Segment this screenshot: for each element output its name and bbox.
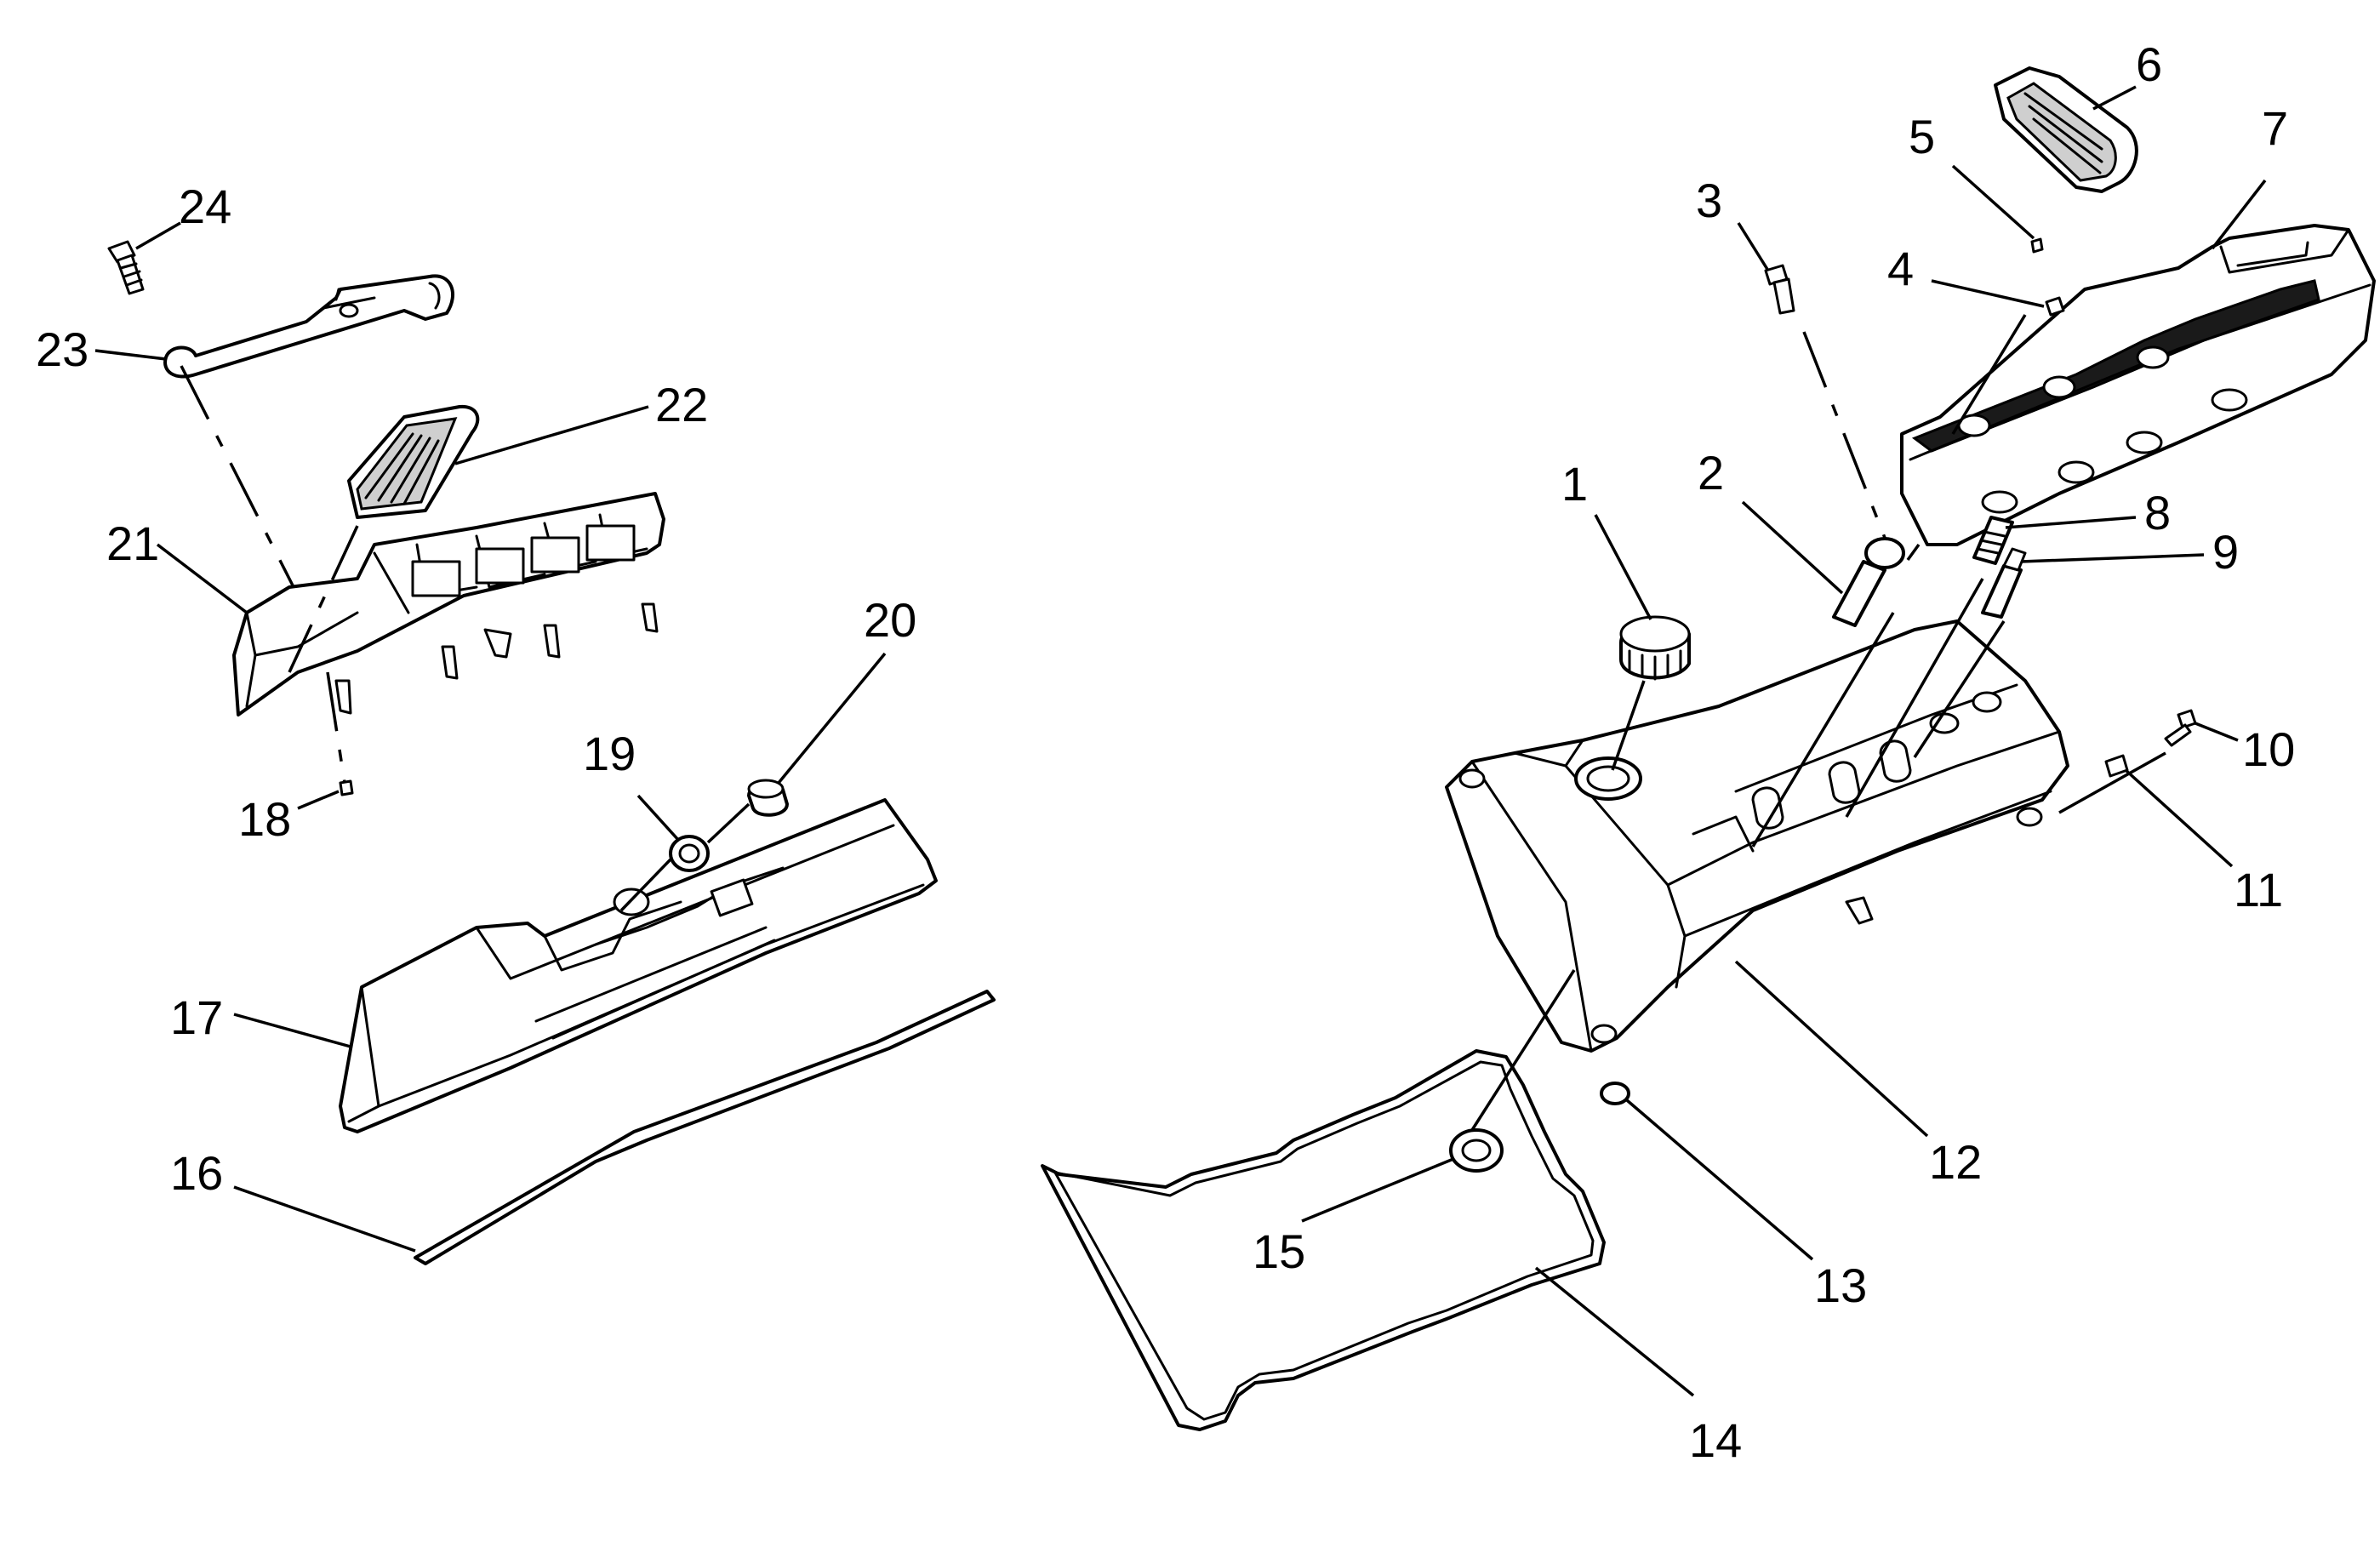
callout-15: 15 [1253,1224,1305,1278]
leader-3 [1737,222,1770,271]
callout-10: 10 [2242,722,2295,776]
leader-4 [1931,279,2045,308]
callout-18: 18 [238,792,291,846]
callout-4: 4 [1887,242,1914,295]
callout-19: 19 [583,727,636,780]
part-11-washer [2104,754,2129,778]
part-17-valve-cover-left [339,798,938,1133]
part-4-bolt [2045,296,2065,317]
part-24-bolt [107,240,145,295]
part-5-bolt [2030,237,2044,254]
assembly-axis-lines [180,314,2166,1131]
callout-13: 13 [1814,1259,1867,1312]
part-19-seal [669,835,710,872]
part-2-dipstick-tube [1832,537,1905,627]
callout-24: 24 [179,180,231,233]
part-23-bracket [163,274,455,379]
leader-6 [2092,85,2137,111]
part-12-valve-cover-right [1445,619,2069,1053]
part-13-grommet [1600,1082,1630,1105]
callout-16: 16 [170,1146,223,1200]
callout-22: 22 [655,378,708,431]
part-21-coil-module [232,492,665,716]
callout-21: 21 [106,517,159,570]
callout-6: 6 [2136,37,2162,91]
callout-17: 17 [170,990,223,1044]
leader-8 [2005,516,2137,529]
callout-11: 11 [2234,863,2283,916]
part-10-bolt [2164,709,2197,747]
callout-7: 7 [2262,101,2288,155]
leader-10 [2195,722,2239,742]
leader-1 [1594,514,1652,620]
callout-labels: 1 2 3 4 5 6 7 8 9 10 11 12 13 14 15 16 1… [36,37,2295,1467]
leader-16 [233,1185,416,1253]
part-1-oil-cap [1619,615,1691,681]
leader-22 [454,405,649,465]
leader-7 [2211,179,2267,250]
part-20-grommet [747,779,789,817]
part-22-pad [347,404,480,519]
part-3-bolt [1764,264,1795,315]
callout-2: 2 [1698,446,1724,499]
leader-24 [135,221,181,250]
part-14-gasket-right [1041,1049,1606,1431]
leader-19 [636,794,681,842]
part-16-gasket-left [414,990,996,1265]
leader-18 [297,790,340,810]
leader-23 [94,349,167,361]
part-8-spark-plug-tube [1972,516,2014,565]
part-18-screw [339,779,354,796]
callout-8: 8 [2144,486,2171,539]
callout-5: 5 [1909,110,1935,163]
leader-lines [94,85,2267,1397]
leader-20 [777,652,887,785]
callout-3: 3 [1696,174,1722,227]
callout-12: 12 [1929,1135,1982,1189]
leader-15 [1301,1157,1454,1223]
leader-11 [2124,768,2234,868]
leader-17 [233,1013,351,1048]
leader-14 [1534,1266,1695,1397]
leader-5 [1951,164,2035,240]
leader-12 [1734,960,1929,1138]
callout-9: 9 [2212,525,2239,579]
leader-13 [1625,1099,1814,1261]
part-7-top-cover [1900,224,2376,546]
callout-14: 14 [1689,1413,1742,1467]
callout-20: 20 [864,593,916,647]
leader-21 [156,543,248,614]
part-15-seal [1449,1128,1504,1173]
part-9-spark-plug [1981,547,2027,619]
part-6-cover-trim [1994,66,2138,193]
callout-1: 1 [1561,457,1588,511]
leader-2 [1741,500,1844,595]
leader-9 [2020,553,2205,563]
callout-23: 23 [36,323,88,376]
